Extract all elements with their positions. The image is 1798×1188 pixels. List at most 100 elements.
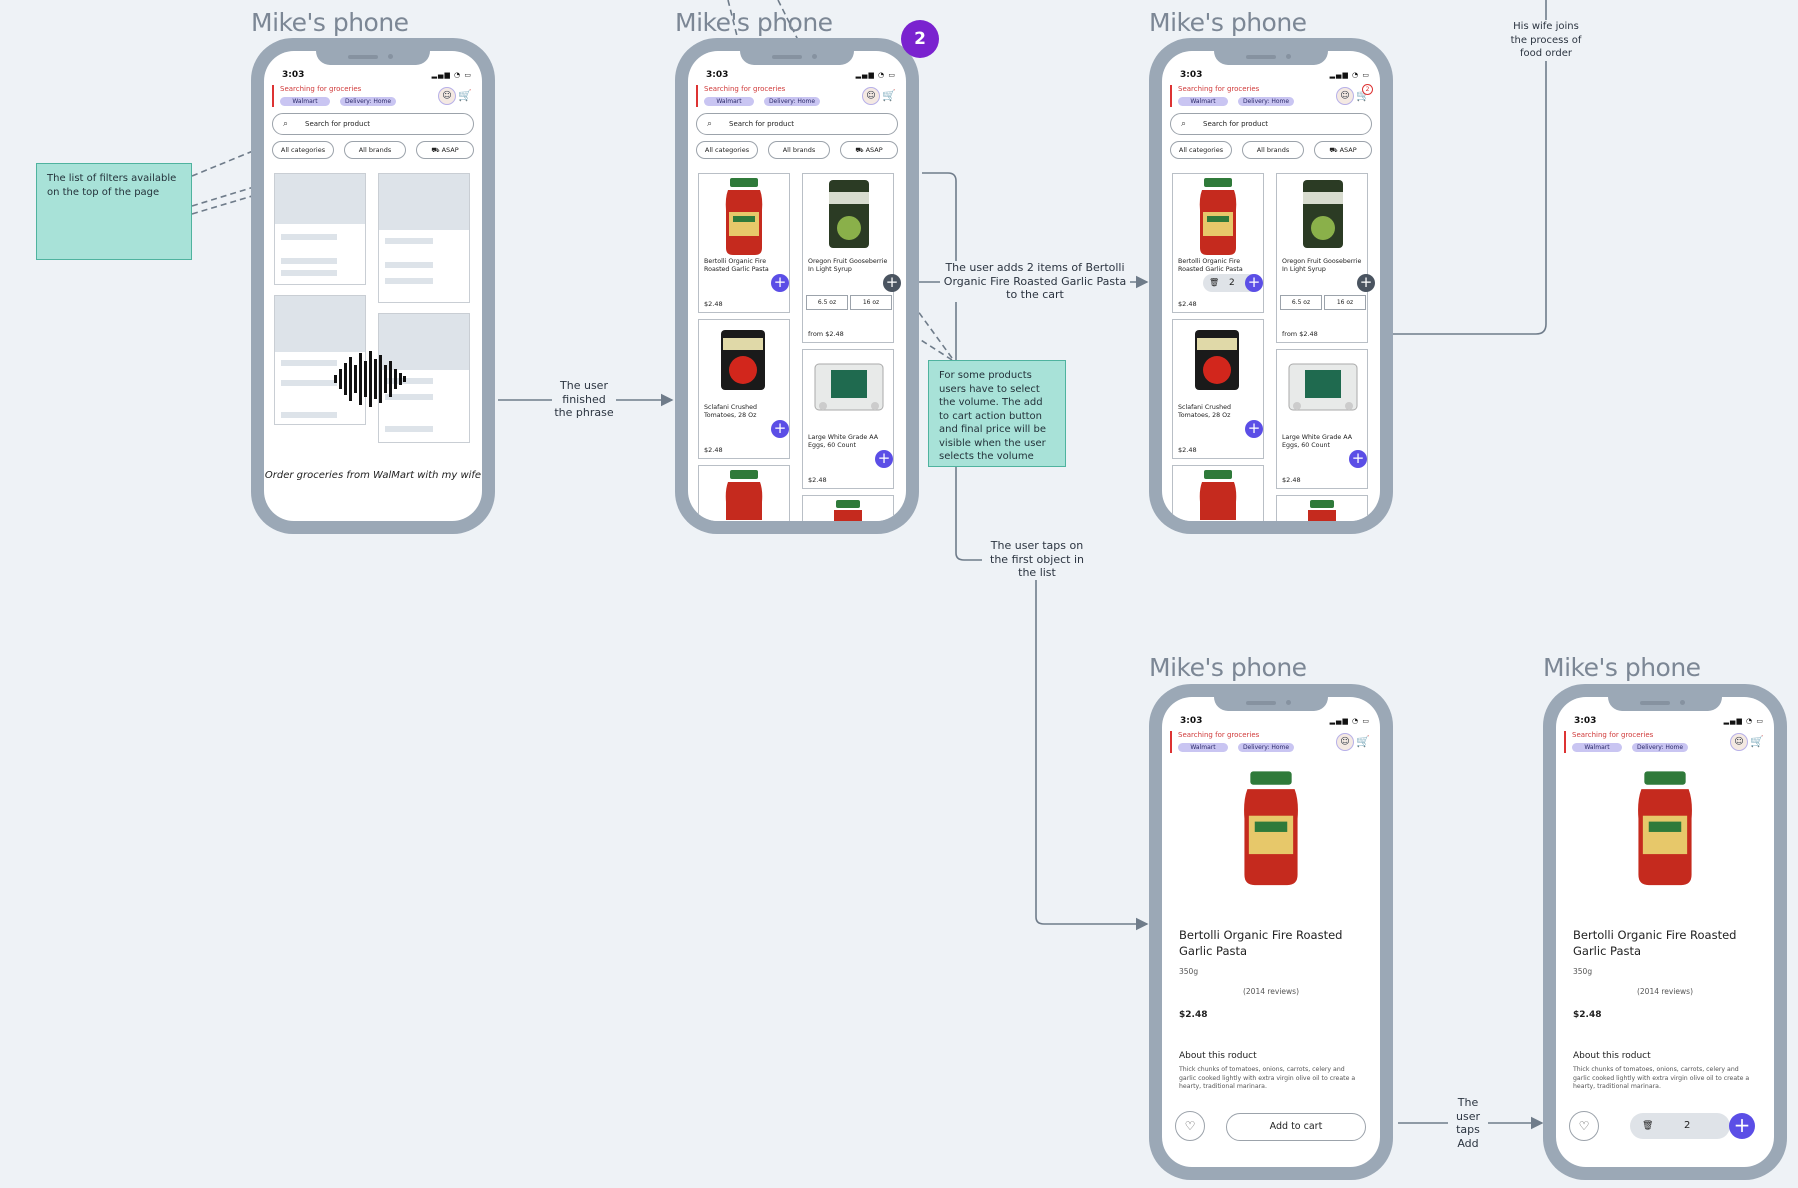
skeleton-line [281,360,337,366]
product-reviews[interactable]: (2014 reviews) [1636,987,1694,996]
add-button[interactable]: + [1245,274,1263,292]
product-card-sclafani[interactable]: Sclafani Crushed Tomatoes, 28 Oz $2.48 + [1172,319,1264,459]
phone-frame-detail-qty: 3:03 ▂▄▆ ◔ ▭ Searching for groceries Wal… [1543,684,1787,1180]
pasta-jar-image [725,470,763,520]
filter-brands[interactable]: All brands [1242,141,1304,159]
add-button-disabled[interactable]: + [883,274,901,292]
product-card-partial[interactable] [1276,495,1368,521]
tomato-can-image [1195,330,1239,390]
add-to-cart-button[interactable]: Add to cart [1226,1113,1366,1141]
add-button[interactable]: + [771,274,789,292]
phone-frame-results: 3:03 ▂▄▆ ◔ ▭ Searching for groceries Wal… [675,38,919,534]
product-card-sclafani[interactable]: Sclafani Crushed Tomatoes, 28 Oz $2.48 + [698,319,790,459]
skeleton-card [378,173,470,303]
product-card-eggs[interactable]: Large White Grade AA Eggs, 60 Count $2.4… [1276,349,1368,489]
store-icon: ⛟ [855,146,866,154]
volume-option[interactable]: 6.5 oz [1280,295,1322,310]
search-input[interactable]: ⌕ Search for product [696,113,898,135]
avatar[interactable]: ☺ [1336,733,1354,751]
store-icon: ⛟ [431,146,442,154]
skeleton-line [385,394,433,400]
skeleton-line [385,378,433,384]
filter-asap[interactable]: ⛟ ASAP [416,141,474,159]
skeleton-image [275,174,365,224]
cart-icon[interactable]: 🛒 [882,89,896,102]
product-name: Bertolli Organic Fire Roasted Garlic Pas… [704,258,769,273]
filter-categories[interactable]: All categories [696,141,758,159]
avatar[interactable]: ☺ [1730,733,1748,751]
phone-notch [1608,697,1722,711]
product-price: $2.48 [1573,1010,1602,1020]
skeleton-line [385,426,433,432]
cart-icon[interactable]: 🛒 [1750,735,1764,748]
phone-notch [316,51,430,65]
search-input[interactable]: ⌕ Search for product [1170,113,1372,135]
add-button-disabled[interactable]: + [1357,274,1375,292]
phone-screen: 3:03 ▂▄▆ ◔ ▭ Searching for groceries Wal… [264,51,482,521]
filter-asap[interactable]: ⛟ ASAP [1314,141,1372,159]
search-placeholder: Search for product [1203,120,1269,128]
volume-option[interactable]: 6.5 oz [806,295,848,310]
egg-carton-image [1288,363,1358,411]
avatar[interactable]: ☺ [862,87,880,105]
store-chip[interactable]: Walmart [704,97,754,106]
store-chip[interactable]: Walmart [1178,97,1228,106]
product-card-bertolli[interactable]: Bertolli Organic Fire Roasted Garlic Pas… [698,173,790,313]
product-card-eggs[interactable]: Large White Grade AA Eggs, 60 Count $2.4… [802,349,894,489]
skeleton-line [281,234,337,240]
favorite-heart-icon[interactable]: ♡ [1175,1111,1205,1141]
add-button[interactable]: + [1245,420,1263,438]
product-card-partial[interactable] [698,465,790,521]
header-accent [1170,85,1172,107]
egg-carton-image [814,363,884,411]
product-card-partial[interactable] [1172,465,1264,521]
delivery-chip[interactable]: Delivery: Home [340,97,396,106]
filter-categories[interactable]: All categories [272,141,334,159]
product-card-oregon[interactable]: Oregon Fruit Gooseberrie In Light Syrup … [1276,173,1375,343]
product-card-bertolli[interactable]: Bertolli Organic Fire Roasted Garlic Pas… [1172,173,1264,313]
product-card-partial[interactable] [802,495,894,521]
delivery-chip[interactable]: Delivery: Home [764,97,820,106]
add-button[interactable]: + [771,420,789,438]
product-price: $2.48 [1178,446,1197,454]
store-chip[interactable]: Walmart [1178,743,1228,752]
trash-icon[interactable]: 🗑 [1209,278,1220,287]
increase-quantity-button[interactable]: + [1729,1113,1755,1139]
search-icon: ⌕ [1181,119,1187,129]
favorite-heart-icon[interactable]: ♡ [1569,1111,1599,1141]
trash-icon[interactable]: 🗑 [1642,1121,1654,1131]
flow-label-adds: The user adds 2 items of Bertolli Organi… [940,261,1130,302]
delivery-chip[interactable]: Delivery: Home [1632,743,1688,752]
filter-brands[interactable]: All brands [768,141,830,159]
product-name: Sclafani Crushed Tomatoes, 28 Oz [1178,404,1232,419]
avatar[interactable]: ☺ [438,87,456,105]
avatar[interactable]: ☺ [1336,87,1354,105]
product-price: $2.48 [704,446,723,454]
cart-icon[interactable]: 🛒 [458,89,472,102]
product-name: Bertolli Organic Fire Roasted Garlic Pas… [1178,258,1243,273]
filter-asap[interactable]: ⛟ ASAP [840,141,898,159]
product-reviews[interactable]: (2014 reviews) [1242,987,1300,996]
quantity-stepper[interactable]: 🗑 2 [1630,1113,1730,1139]
header-accent [272,85,274,107]
quantity-value: 2 [1684,1120,1691,1131]
store-chip[interactable]: Walmart [1572,743,1622,752]
filter-categories[interactable]: All categories [1170,141,1232,159]
product-card-oregon[interactable]: Oregon Fruit Gooseberrie In Light Syrup … [802,173,901,343]
product-price: $2.48 [1282,476,1301,484]
search-input[interactable]: ⌕ Search for product [272,113,474,135]
phone-label: Mike's phone [1149,653,1307,682]
cart-icon[interactable]: 🛒 [1356,735,1370,748]
store-chip[interactable]: Walmart [280,97,330,106]
delivery-chip[interactable]: Delivery: Home [1238,97,1294,106]
volume-option[interactable]: 16 oz [850,295,892,310]
phone-notch [1214,697,1328,711]
delivery-chip[interactable]: Delivery: Home [1238,743,1294,752]
add-button[interactable]: + [875,450,893,468]
search-placeholder: Search for product [729,120,795,128]
product-image [1638,771,1692,886]
skeleton-image [379,174,469,230]
filter-brands[interactable]: All brands [344,141,406,159]
add-button[interactable]: + [1349,450,1367,468]
volume-option[interactable]: 16 oz [1324,295,1366,310]
